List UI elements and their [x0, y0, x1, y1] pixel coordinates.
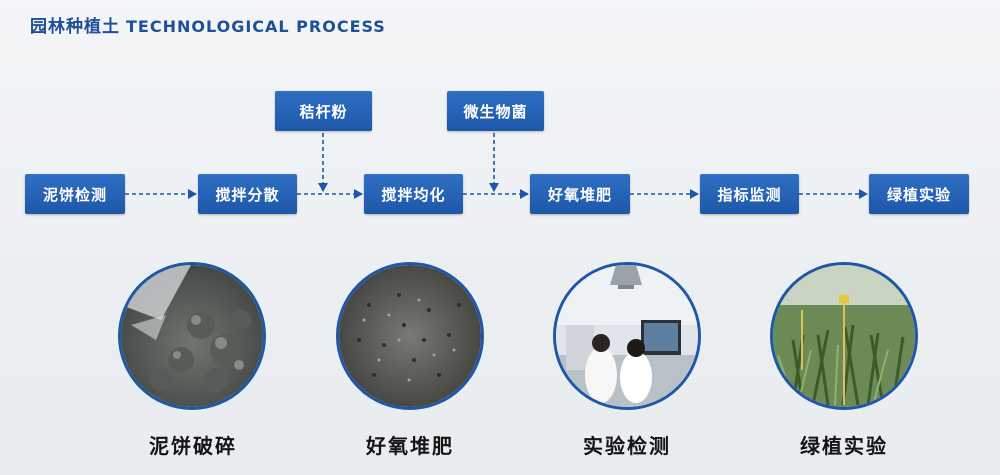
step-stir-disperse: 搅拌分散	[198, 174, 297, 214]
step-green-plant-test: 绿植实验	[869, 174, 969, 214]
caption-sludge-crushing: 泥饼破碎	[149, 434, 237, 458]
photo-sludge-crushing	[118, 262, 266, 410]
page-title: 园林种植土 TECHNOLOGICAL PROCESS	[30, 12, 386, 37]
photo-lab-testing	[553, 262, 701, 410]
input-microbes: 微生物菌	[447, 91, 544, 131]
photo-green-plants	[770, 262, 918, 410]
caption-aerobic-compost: 好氧堆肥	[366, 434, 454, 458]
input-straw-powder: 秸杆粉	[275, 91, 372, 131]
photo-aerobic-compost	[336, 262, 484, 410]
step-index-monitoring: 指标监测	[700, 174, 799, 214]
title-english: TECHNOLOGICAL PROCESS	[126, 17, 386, 36]
step-aerobic-compost: 好氧堆肥	[530, 174, 630, 214]
step-stir-homogenize: 搅拌均化	[364, 174, 463, 214]
title-chinese: 园林种植土	[30, 17, 120, 37]
step-sludge-testing: 泥饼检测	[25, 174, 125, 214]
caption-lab-testing: 实验检测	[583, 434, 671, 458]
caption-green-plant-test: 绿植实验	[800, 434, 888, 458]
